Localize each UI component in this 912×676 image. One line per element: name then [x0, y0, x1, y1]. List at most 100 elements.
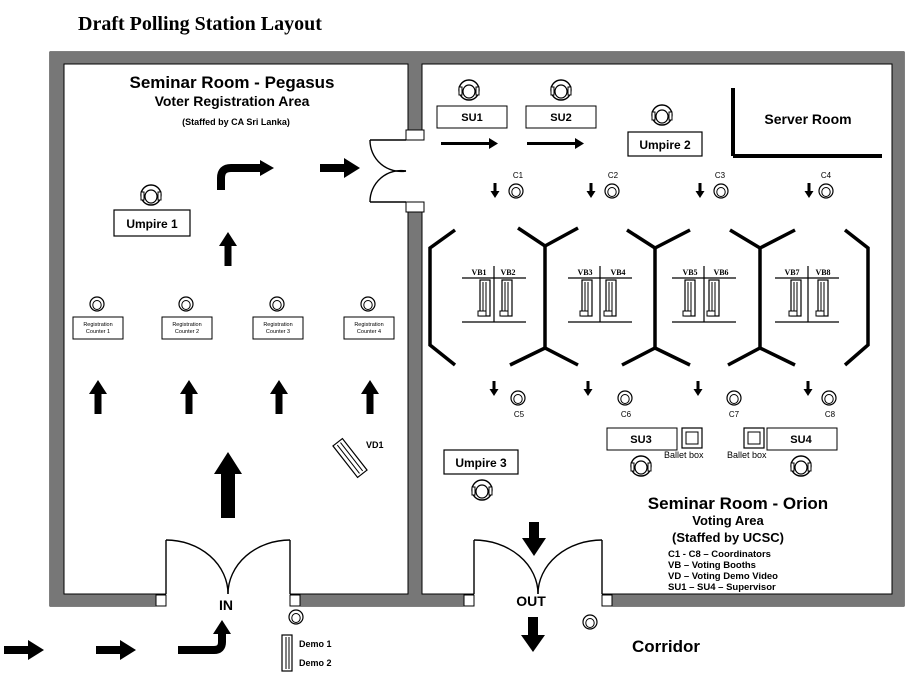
c5-label: C5: [514, 410, 525, 419]
ballot-box-1-label: Ballet box: [664, 450, 704, 460]
c2-label: C2: [608, 171, 619, 180]
su4-chair: [790, 455, 812, 477]
pegasus-room: Seminar Room - Pegasus Voter Registratio…: [72, 73, 395, 613]
su2-label: SU2: [550, 112, 571, 124]
su1-label: SU1: [461, 112, 482, 124]
booth-group-4: VB7 VB8: [775, 266, 839, 323]
pegasus-room-name: Seminar Room - Pegasus: [129, 73, 334, 92]
ballot-box-2: [743, 427, 765, 449]
flow-arrows-pegasus: [89, 158, 379, 518]
vb1-label: VB1: [471, 268, 486, 277]
voting-demo-video-1: VD1: [332, 437, 384, 479]
orion-room-name: Seminar Room - Orion: [648, 494, 828, 513]
umpire-2-chair: [651, 104, 673, 126]
su3-chair: [630, 455, 652, 477]
su1-desk: [436, 105, 508, 129]
vb5-label: VB5: [682, 268, 697, 277]
c1-label: C1: [513, 171, 524, 180]
su2-desk: [525, 105, 597, 129]
diagram-title: Draft Polling Station Layout: [78, 13, 322, 35]
ballot-box-2-label: Ballet box: [727, 450, 767, 460]
vb3-label: VB3: [577, 268, 592, 277]
registration-counter-2: [161, 316, 213, 340]
door-chair-out: [582, 614, 598, 630]
su1-chair: [458, 79, 480, 101]
su4-label: SU4: [790, 434, 812, 446]
in-label: IN: [219, 597, 233, 613]
umpire-3-box: [443, 449, 519, 475]
registration-counter-4: [343, 316, 395, 340]
vb7-label: VB7: [784, 268, 799, 277]
booth-group-2: VB3 VB4: [568, 266, 632, 323]
c7-label: C7: [729, 410, 740, 419]
demo-1-label: Demo 1: [299, 639, 332, 649]
corridor-arrow-1: [4, 640, 44, 660]
coordinators-bottom: C5 C6 C7 C8: [489, 381, 837, 419]
registration-counter-1-label: Registration: [83, 322, 112, 328]
registration-counter-2-sub: Counter 2: [175, 329, 199, 335]
registration-counters: Registration Counter 1 Registration Coun…: [72, 296, 395, 340]
registration-counter-2-label: Registration: [172, 322, 201, 328]
vd1-label: VD1: [366, 440, 384, 450]
exit-arrow-down: [521, 617, 545, 652]
corridor-arrow-2: [96, 640, 136, 660]
umpire-1-chair: [140, 184, 162, 206]
server-room: Server Room: [731, 88, 882, 158]
c4-chair: [818, 183, 834, 199]
door-chair-in: [288, 609, 304, 625]
legend-item-demo-video: VD – Voting Demo Video: [668, 571, 778, 582]
su2-chair: [550, 79, 572, 101]
server-room-label: Server Room: [764, 111, 851, 127]
voting-booths: VB1 VB2 VB3 VB4: [462, 266, 839, 323]
registration-counter-3: [252, 316, 304, 340]
c2-chair: [604, 183, 620, 199]
c3-label: C3: [715, 171, 726, 180]
registration-counter-1-sub: Counter 1: [86, 329, 110, 335]
registration-counter-3-sub: Counter 3: [266, 329, 290, 335]
c3-chair: [713, 183, 729, 199]
su3-desk: [606, 427, 678, 451]
booth-partitions: [428, 226, 870, 367]
vb2-label: VB2: [500, 268, 515, 277]
legend-item-voting-booths: VB – Voting Booths: [668, 560, 756, 571]
exit-door: OUT: [473, 522, 603, 609]
su3-label: SU3: [630, 434, 651, 446]
su4-desk: [766, 427, 838, 451]
counter-1-chair: [89, 296, 105, 312]
booth-group-1: VB1 VB2: [462, 266, 526, 323]
umpire-3-label: Umpire 3: [455, 456, 507, 470]
ballot-box-1: [681, 427, 703, 449]
vb6-label: VB6: [713, 268, 728, 277]
pegasus-area-label: Voter Registration Area: [155, 93, 310, 109]
orion-room: Server Room SU1 SU2 Umpire 2 C1 C2 C3: [428, 79, 882, 609]
umpire-1-box: [113, 209, 191, 237]
pegasus-staff-label: (Staffed by CA Sri Lanka): [182, 117, 290, 127]
umpire-2-box: [627, 131, 703, 157]
umpire-2-label: Umpire 2: [639, 138, 691, 152]
c4-label: C4: [821, 171, 832, 180]
demo-stations: Demo 1 Demo 2: [281, 634, 332, 672]
corridor-arrow-3: [178, 632, 226, 654]
legend: C1 - C8 – Coordinators VB – Voting Booth…: [668, 549, 778, 593]
c5-chair: [510, 390, 526, 406]
c8-chair: [821, 390, 837, 406]
flow-arrows-orion-top: [441, 138, 584, 149]
umpire-3-chair: [471, 479, 493, 501]
c6-label: C6: [621, 410, 632, 419]
vb8-label: VB8: [815, 268, 830, 277]
legend-item-supervisor: SU1 – SU4 – Supervisor: [668, 582, 776, 593]
counter-3-chair: [269, 296, 285, 312]
registration-counter-4-label: Registration: [354, 322, 383, 328]
c6-chair: [617, 390, 633, 406]
c1-chair: [508, 183, 524, 199]
orion-staff-label: (Staffed by UCSC): [672, 530, 784, 545]
counter-4-chair: [360, 296, 376, 312]
coordinators-top: C1 C2 C3 C4: [490, 171, 834, 199]
corridor-label: Corridor: [632, 637, 700, 656]
orion-area-label: Voting Area: [692, 513, 764, 528]
entrance-door: IN: [165, 539, 291, 613]
legend-item-coordinators: C1 - C8 – Coordinators: [668, 549, 771, 560]
out-label: OUT: [516, 593, 546, 609]
booth-group-3: VB5 VB6: [672, 266, 736, 323]
